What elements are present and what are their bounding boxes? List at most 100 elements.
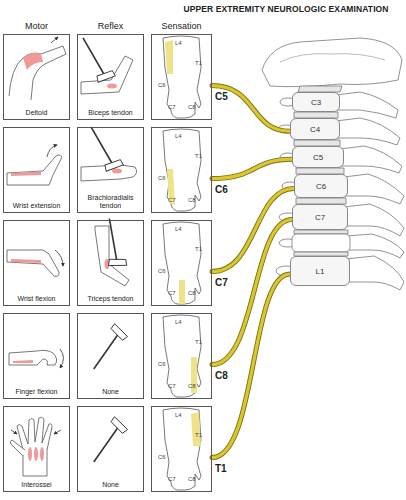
interossei-drawing — [17, 417, 52, 476]
reflex-panel: Biceps tendon — [77, 34, 144, 120]
wrist-flexion-drawing — [55, 250, 63, 266]
cervical-spine — [336, 92, 398, 118]
reflex-label: None — [79, 481, 142, 489]
dermatome-label: C8 — [188, 104, 202, 110]
dermatome-label: T1 — [195, 246, 209, 252]
cervical-spine — [294, 230, 348, 234]
wrist-extension-drawing — [47, 145, 57, 157]
nerve-root-line-outline — [212, 188, 294, 271]
sensation-panel: T1L4T1C6C7C8 — [151, 406, 212, 492]
dermatome-arm — [163, 408, 201, 490]
vertebra-body: C5 — [292, 146, 344, 168]
dermatome-arm — [163, 315, 201, 397]
nerve-root-line-outline — [212, 86, 290, 132]
reflex-label: None — [79, 388, 142, 396]
cervical-spine — [262, 38, 402, 87]
dermatome-label: C6 — [158, 268, 172, 274]
dermatome-arm — [163, 408, 201, 490]
cervical-spine — [346, 256, 404, 290]
vertebra-body: L1 — [290, 256, 350, 286]
finger-flexion-drawing — [9, 349, 64, 368]
muscle-label: Finger flexion — [5, 388, 68, 396]
nerve-root-line — [212, 159, 292, 178]
interossei-drawing — [40, 447, 44, 461]
dermatome-label: C7 — [168, 197, 182, 203]
nerve-root-line-fill — [212, 274, 290, 458]
nerve-root-line-fill — [212, 220, 292, 365]
dermatome-label: T1 — [195, 60, 209, 66]
vertebra-label: C3 — [311, 98, 321, 107]
cervical-spine — [340, 146, 402, 173]
motor-panel: Finger flexion — [3, 313, 70, 399]
nerve-root-line-fill — [212, 86, 290, 132]
wrist-flexion-drawing — [7, 250, 63, 277]
biceps-reflex-drawing — [75, 33, 115, 84]
sensation-panel: C8L4T1C6C7C8 — [151, 313, 212, 399]
nerve-root-label: T1 — [215, 463, 233, 474]
dermatome-label: L4 — [175, 226, 189, 232]
reflex-label: Brachioradialis tendon — [79, 194, 142, 210]
reflex-panel: None — [77, 313, 144, 399]
dermatome-arm — [165, 40, 173, 74]
vertebra-label: C7 — [315, 213, 325, 222]
vertebra-body: C7 — [292, 204, 348, 230]
nerve-root-label: C6 — [215, 184, 233, 195]
column-header: Reflex — [77, 21, 144, 31]
interossei-drawing — [54, 430, 61, 434]
interossei-drawing — [11, 430, 17, 434]
triceps-reflex-drawing — [100, 217, 126, 268]
brachioradialis-reflex-drawing — [112, 169, 122, 174]
biceps-reflex-drawing — [107, 84, 117, 89]
cervical-spine — [346, 234, 404, 258]
dermatome-label: C6 — [158, 454, 172, 460]
muscle-label: Wrist flexion — [5, 295, 68, 303]
wrist-flexion-drawing — [11, 259, 41, 263]
dermatome-arm — [163, 315, 201, 397]
brachioradialis-reflex-drawing — [81, 122, 137, 181]
nerve-root-label: C5 — [215, 91, 233, 102]
reflex-hammer — [86, 324, 129, 374]
reflex-label: Triceps tendon — [79, 295, 142, 303]
interossei-drawing — [28, 447, 32, 461]
dermatome-label: C7 — [168, 476, 182, 482]
motor-panel: Interossei — [3, 406, 70, 492]
cervical-spine — [344, 174, 404, 204]
nerve-root-line — [212, 86, 290, 132]
cervical-spine — [336, 118, 400, 145]
dermatome-label: C6 — [158, 175, 172, 181]
dermatome-label: C7 — [168, 104, 182, 110]
dermatome-label: L4 — [175, 133, 189, 139]
dermatome-label: L4 — [175, 412, 189, 418]
nerve-root-line — [212, 188, 294, 271]
reflex-hammer — [86, 324, 129, 374]
dermatome-arm — [163, 222, 201, 304]
dermatome-label: L4 — [175, 319, 189, 325]
wrist-extension-drawing — [7, 155, 62, 185]
vertebra-label: C5 — [313, 153, 323, 162]
cervical-spine — [262, 38, 404, 290]
vertebra-body: C4 — [290, 118, 340, 140]
dermatome-label: T1 — [195, 339, 209, 345]
interossei-drawing — [34, 447, 38, 461]
diagram-title: UPPER EXTREMITY NEUROLOGIC EXAMINATION — [168, 4, 404, 14]
dermatome-label: C6 — [158, 361, 172, 367]
sensation-panel: C5L4T1C6C7C8 — [151, 34, 212, 120]
nerve-root-label: C8 — [215, 370, 233, 381]
nerve-root-line-outline — [212, 220, 292, 365]
deltoid-drawing — [51, 37, 58, 43]
finger-flexion-drawing — [9, 350, 57, 365]
illustration — [7, 33, 201, 490]
deltoid-drawing — [23, 53, 43, 70]
muscle-label: Wrist extension — [5, 202, 68, 210]
nerve-root-label: C7 — [215, 277, 233, 288]
wrist-extension-drawing — [7, 145, 62, 185]
muscle-label: Deltoid — [5, 109, 68, 117]
dermatome-arm — [163, 36, 201, 118]
vertebra-body: C6 — [294, 174, 348, 198]
dermatome-label: C8 — [188, 476, 202, 482]
vertebra-label: L1 — [316, 267, 325, 276]
vertebra-label: C6 — [316, 182, 326, 191]
sensation-panel: C7L4T1C6C7C8 — [151, 220, 212, 306]
